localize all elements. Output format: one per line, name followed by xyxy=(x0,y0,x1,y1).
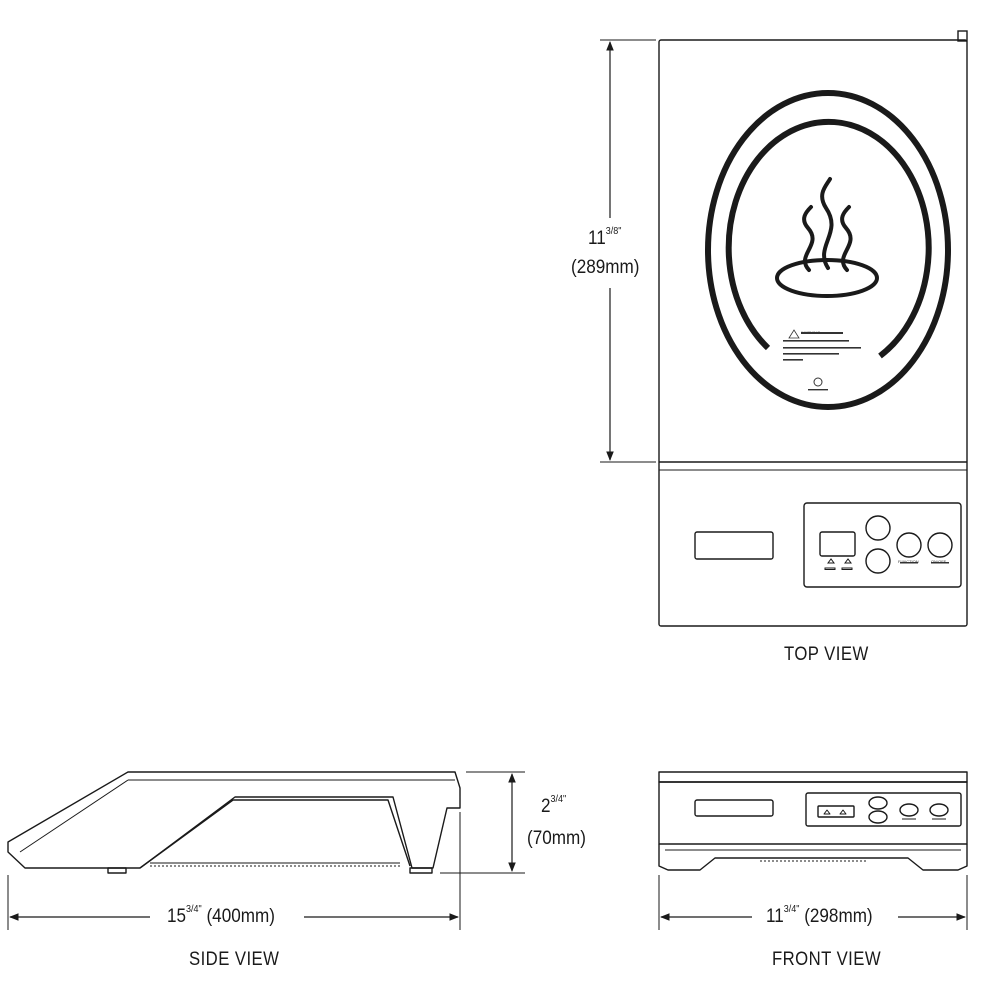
front-view xyxy=(658,771,968,930)
side-view-foot-rear xyxy=(409,867,433,874)
side-view-height-fraction: 3/4" xyxy=(550,794,567,805)
side-view xyxy=(7,771,525,930)
top-view-body xyxy=(658,39,968,627)
top-view-down-button[interactable] xyxy=(865,548,891,574)
front-view-label: FRONT VIEW xyxy=(772,949,882,970)
top-view-label: TOP VIEW xyxy=(784,644,869,665)
top-view-height-fraction: 3/8" xyxy=(605,226,622,237)
front-view-vents xyxy=(760,857,868,862)
top-view-height-whole: 11 xyxy=(588,228,606,249)
warning-label xyxy=(783,329,861,391)
side-view-width-whole: 15 xyxy=(167,906,187,927)
top-view-panel-screen xyxy=(819,531,856,557)
top-view-power-caption: ON/OFF xyxy=(931,559,947,564)
top-view-control-panel xyxy=(803,502,962,588)
top-view-warning-caption: WARNING xyxy=(801,330,821,335)
cooking-zone-inner-arc xyxy=(725,118,932,359)
top-view-power-button[interactable] xyxy=(927,532,953,558)
front-view-function-button[interactable] xyxy=(899,803,919,817)
top-view-connector xyxy=(957,30,968,42)
front-view-base xyxy=(658,844,968,871)
front-view-up-button[interactable] xyxy=(868,796,888,810)
top-view-height-dimension: 113/8" xyxy=(588,226,622,249)
top-view-function-button[interactable] xyxy=(896,532,922,558)
top-view-function-caption: FUNCTION xyxy=(898,559,919,564)
side-view-height-metric: (70mm) xyxy=(527,828,586,849)
side-view-body-outline xyxy=(7,771,461,869)
side-view-label: SIDE VIEW xyxy=(189,949,280,970)
top-view-height-metric: (289mm) xyxy=(571,257,640,278)
top-view xyxy=(600,30,968,627)
front-view-width-whole: 11 xyxy=(766,906,784,927)
top-view-display-window xyxy=(694,531,774,560)
front-view-body xyxy=(658,781,968,845)
side-view-inner-slope xyxy=(139,799,411,869)
front-view-width-fraction: 3/4" xyxy=(783,904,800,915)
warning-triangle-icon xyxy=(788,329,800,339)
front-view-control-panel xyxy=(805,792,962,827)
cooking-zone-outer-ring xyxy=(705,90,951,410)
heat-wave-icon xyxy=(775,177,879,298)
side-view-width-dimension: 153/4" (400mm) xyxy=(167,904,275,927)
side-view-height-whole: 2 xyxy=(541,796,551,817)
side-view-width-fraction: 3/4" xyxy=(186,904,202,915)
front-view-down-button[interactable] xyxy=(868,810,888,824)
front-view-top-plate xyxy=(658,771,968,783)
top-view-indicator-leds xyxy=(824,558,853,570)
side-view-width-metric: (400mm) xyxy=(206,906,275,927)
side-view-foot-front xyxy=(107,867,127,874)
top-view-up-button[interactable] xyxy=(865,515,891,541)
front-view-display-window xyxy=(694,799,774,817)
front-view-width-dimension: 113/4" (298mm) xyxy=(766,904,873,927)
side-view-bottom-vents xyxy=(150,862,400,867)
front-view-width-metric: (298mm) xyxy=(804,906,873,927)
side-view-height-dimension: 23/4" xyxy=(541,794,567,817)
front-view-power-button[interactable] xyxy=(929,803,949,817)
